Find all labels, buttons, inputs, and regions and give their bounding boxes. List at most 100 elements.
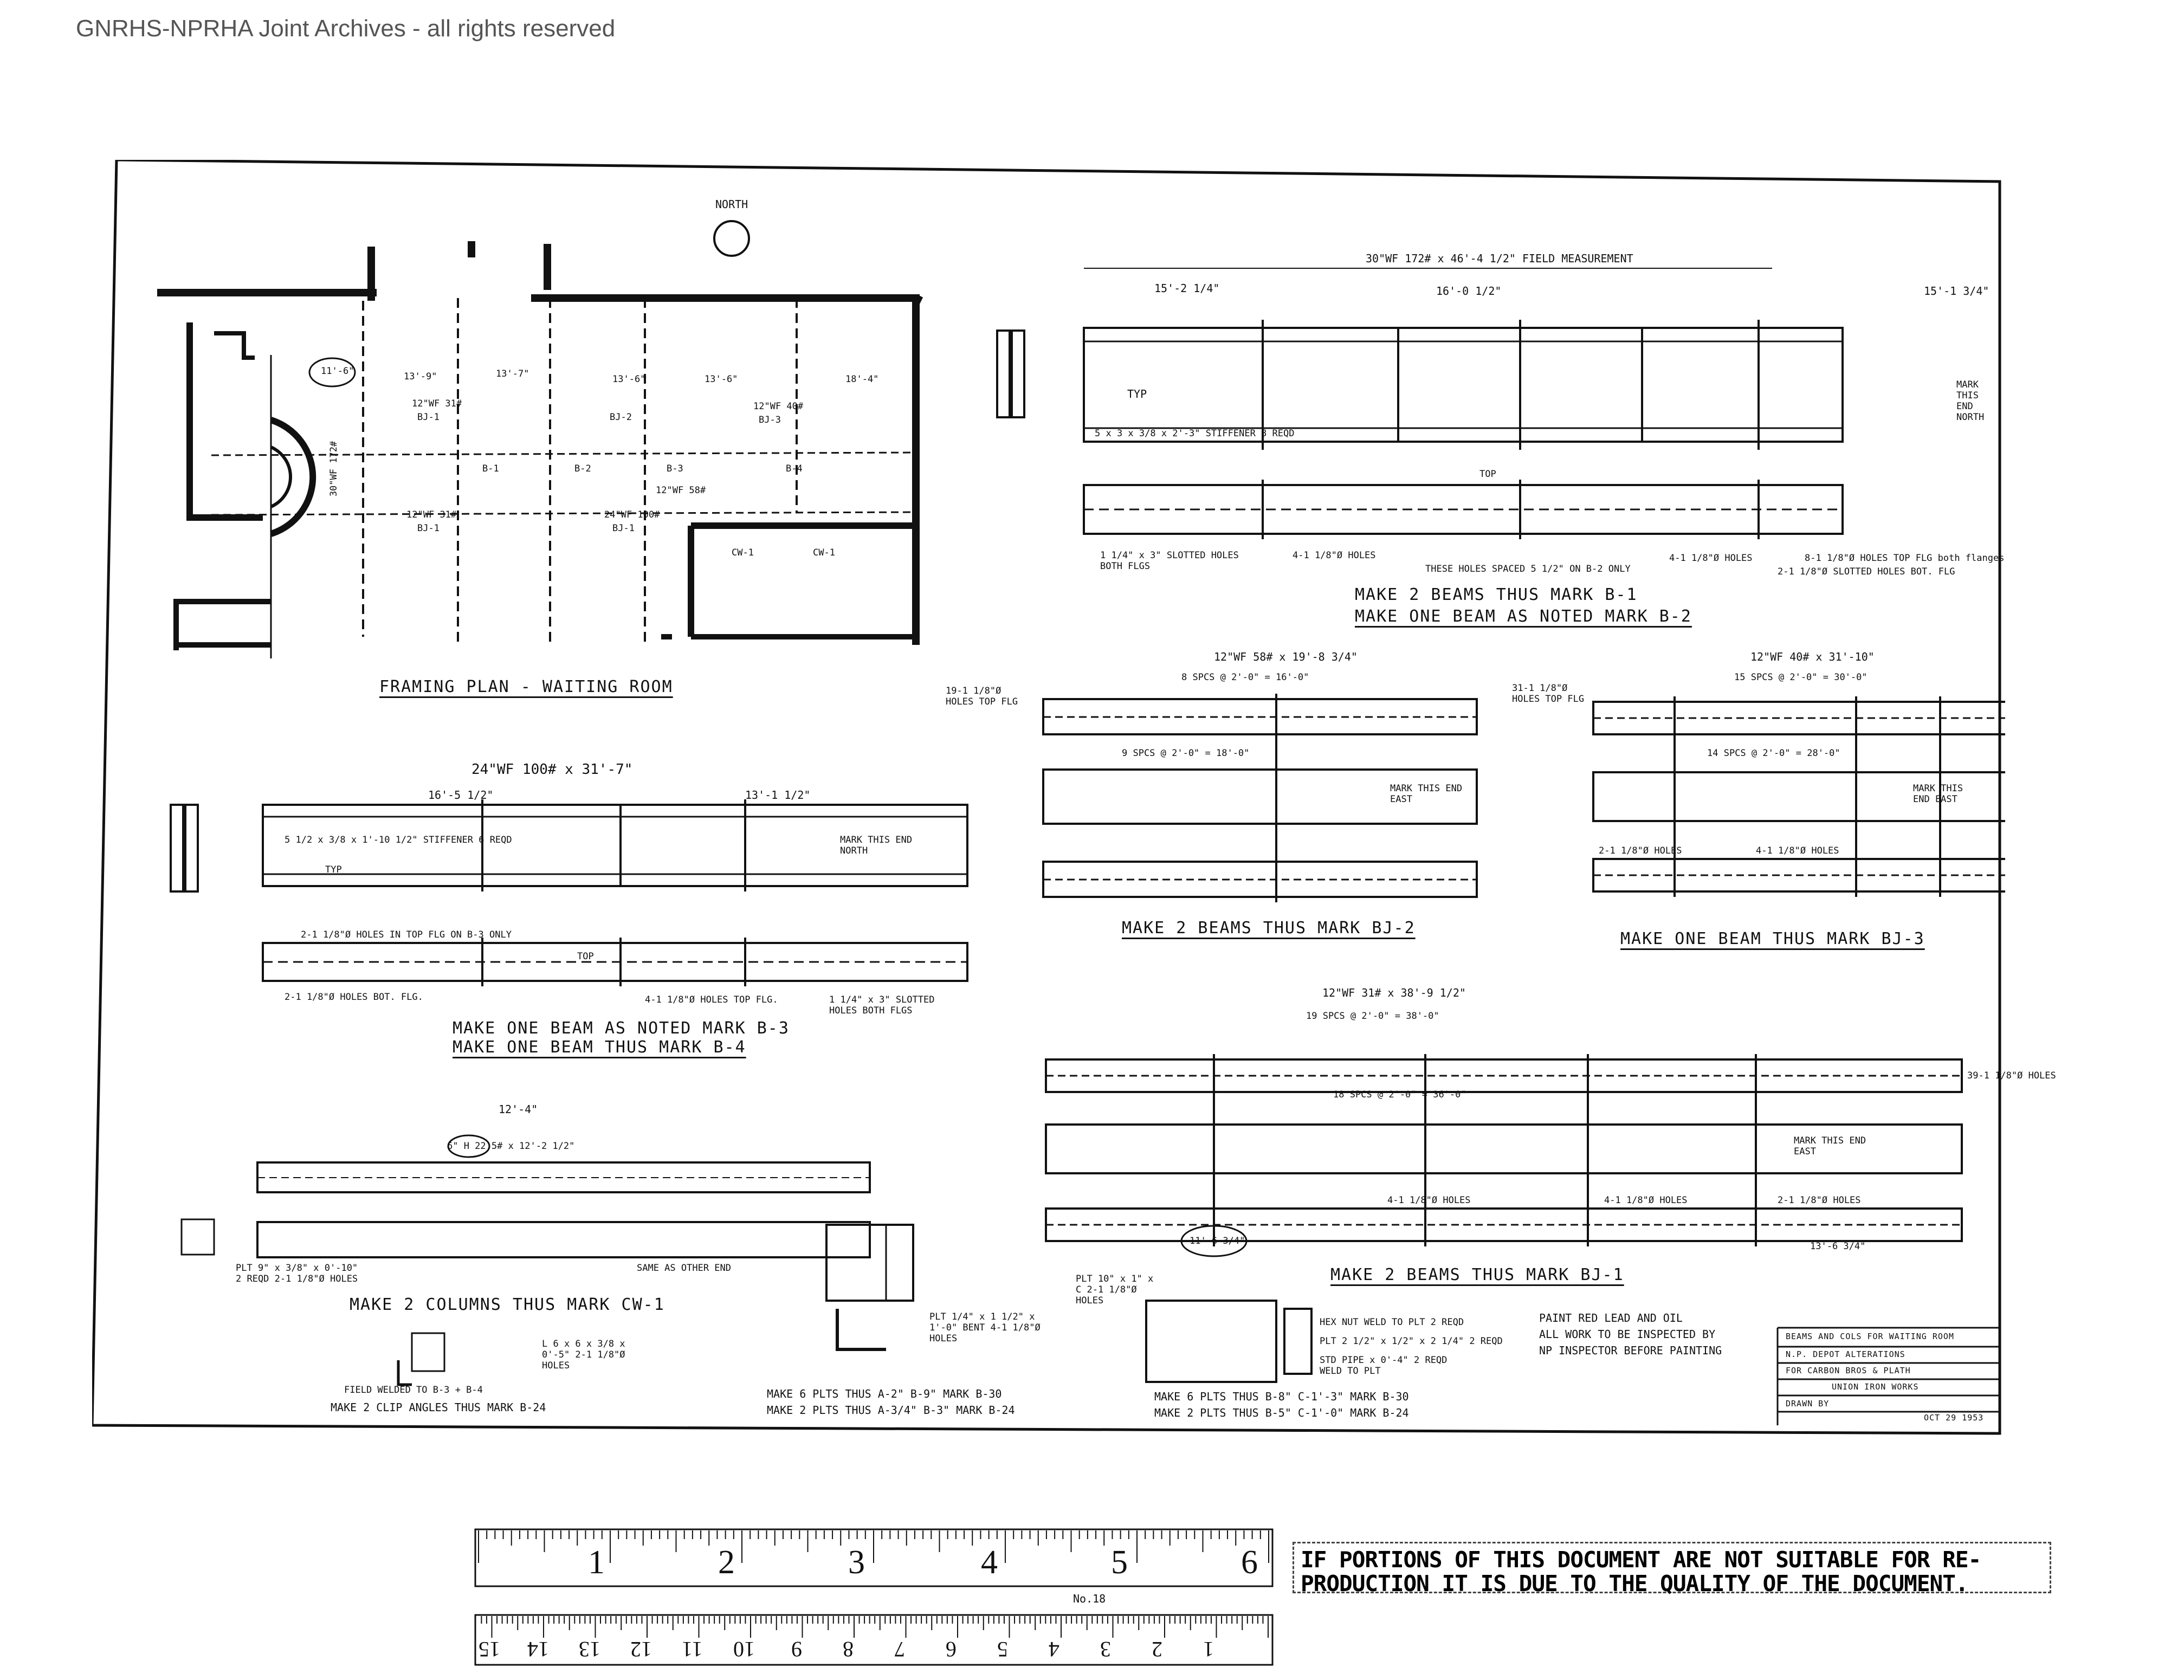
b1-slotted: 1 1/4" x 3" SLOTTED HOLES BOTH FLGS <box>1100 550 1239 572</box>
bj3-spacing: 14 SPCS @ 2'-0" = 28'-0" <box>1707 748 1840 759</box>
b3-holes: 2-1 1/8"Ø HOLES IN TOP FLG ON B-3 ONLY <box>301 929 512 940</box>
b3-dim: 13'-1 1/2" <box>745 789 811 802</box>
framing-plan-caption: FRAMING PLAN - WAITING ROOM <box>379 677 673 696</box>
cw1-dim: 12'-4" <box>499 1103 538 1116</box>
bj3-holes: 4-1 1/8"Ø HOLES <box>1756 845 1839 856</box>
b3-dim: 16'-5 1/2" <box>428 789 494 802</box>
bj3-holes: 31-1 1/8"Ø HOLES TOP FLG <box>1512 683 1585 705</box>
b2-caption: MAKE ONE BEAM AS NOTED MARK B-2 <box>1355 607 1692 626</box>
ruler-inch: 2 <box>718 1544 735 1581</box>
b1-top: TOP <box>1479 469 1496 480</box>
ruler-graphics <box>474 1528 1274 1666</box>
plt2-pipe: STD PIPE x 0'-4" 2 REQD WELD TO PLT <box>1320 1355 1448 1377</box>
b1-dim: 16'-0 1/2" <box>1436 285 1502 298</box>
beam-bj2 <box>1042 694 1478 902</box>
plan-label: 12"WF 40# <box>753 401 804 412</box>
ruler-cm: 8 <box>843 1637 854 1662</box>
ruler-cm: 12 <box>630 1637 652 1662</box>
bj1-mark: MARK THIS END EAST <box>1794 1135 1866 1157</box>
titleblock-line: OCT 29 1953 <box>1924 1413 1984 1423</box>
plate-details <box>397 1224 1313 1386</box>
bj1-dim: 11'-6 3/4" <box>1190 1236 1245 1246</box>
b1-holes: 4-1 1/8"Ø HOLES <box>1669 553 1753 564</box>
bj1-holes: 4-1 1/8"Ø HOLES <box>1387 1195 1471 1206</box>
plt2-plate: PLT 2 1/2" x 1/2" x 2 1/4" 2 REQD <box>1320 1336 1503 1347</box>
plan-label: BJ-3 <box>759 415 781 425</box>
b1-mark: MARK THIS END NORTH <box>1956 379 1985 423</box>
titleblock-line: FOR CARBON BROS & PLATH <box>1786 1366 1911 1375</box>
bj2-title: 12"WF 58# x 19'-8 3/4" <box>1214 650 1358 663</box>
north-label: NORTH <box>715 198 748 211</box>
plan-label: 30"WF 172# <box>328 441 340 497</box>
note-line: ALL WORK TO BE INSPECTED BY <box>1539 1328 1716 1341</box>
plan-label: B-3 <box>667 463 683 474</box>
bj3-title: 12"WF 40# x 31'-10" <box>1750 650 1875 663</box>
b4-caption: MAKE ONE BEAM THUS MARK B-4 <box>453 1038 746 1057</box>
plt2-caption: MAKE 6 PLTS THUS B-8" C-1'-3" MARK B-30 <box>1154 1390 1409 1403</box>
titleblock-line: N.P. DEPOT ALTERATIONS <box>1786 1349 1905 1359</box>
b1-caption: MAKE 2 BEAMS THUS MARK B-1 <box>1355 585 1638 604</box>
ruler-cm: 7 <box>894 1637 905 1662</box>
ruler-cm: 9 <box>791 1637 802 1662</box>
ruler-cm: 6 <box>946 1637 957 1662</box>
plt2-caption: MAKE 2 PLTS THUS B-5" C-1'-0" MARK B-24 <box>1154 1406 1409 1419</box>
bj1-caption: MAKE 2 BEAMS THUS MARK BJ-1 <box>1330 1265 1624 1284</box>
beam-b1 <box>996 268 1844 539</box>
b1-topflg: 8-1 1/8"Ø HOLES TOP FLG both flanges <box>1805 553 2005 564</box>
column-cw1 <box>180 1134 871 1258</box>
b3-caption: MAKE ONE BEAM AS NOTED MARK B-3 <box>453 1019 790 1038</box>
titleblock-line: DRAWN BY <box>1786 1399 1830 1408</box>
b3-title: 24"WF 100# x 31'-7" <box>471 761 633 778</box>
plt1-caption: MAKE 2 PLTS THUS A-3/4" B-3" MARK B-24 <box>767 1404 1015 1417</box>
ruler-cm: 3 <box>1100 1637 1111 1662</box>
ruler-model: No.18 <box>1073 1592 1106 1605</box>
cw1-caption: MAKE 2 COLUMNS THUS MARK CW-1 <box>350 1295 665 1314</box>
b1-dim: 15'-2 1/4" <box>1154 282 1220 295</box>
ruler-inch: 1 <box>588 1544 605 1581</box>
archive-header: GNRHS-NPRHA Joint Archives - all rights … <box>76 15 616 42</box>
bj2-holes: 19-1 1/8"Ø HOLES TOP FLG <box>946 686 1018 707</box>
ruler: 1 2 3 4 5 6 No.18 1 2 3 4 5 6 7 8 9 10 1… <box>474 1528 1274 1666</box>
titleblock-line: BEAMS AND COLS FOR WAITING ROOM <box>1786 1332 1954 1341</box>
plan-label: BJ-1 <box>417 412 440 423</box>
ruler-cm: 11 <box>682 1637 703 1662</box>
drawing-sheet: NORTH 11'-6" 13'-9" 13'-7" 13'-6" 13'-6"… <box>92 160 2056 1439</box>
plan-label: CW-1 <box>813 547 835 558</box>
plan-label: 11'-6" <box>321 366 354 377</box>
bj1-dim: 13'-6 3/4" <box>1810 1241 1866 1252</box>
plan-label: B-4 <box>786 463 803 474</box>
sheet-graphics <box>92 160 2005 1435</box>
ruler-cm: 1 <box>1203 1637 1214 1662</box>
b3-holes: 4-1 1/8"Ø HOLES TOP FLG. <box>645 994 778 1005</box>
bj3-caption: MAKE ONE BEAM THUS MARK BJ-3 <box>1620 929 1925 948</box>
plan-label: 12"WF 58# <box>656 485 706 496</box>
plan-label: 13'-6" <box>705 374 738 385</box>
ruler-cm: 13 <box>579 1637 600 1662</box>
title-block-lines <box>1776 1327 2000 1425</box>
plan-label: CW-1 <box>732 547 754 558</box>
ruler-cm: 5 <box>997 1637 1008 1662</box>
bj3-holes: 2-1 1/8"Ø HOLES <box>1599 845 1682 856</box>
clip-caption: MAKE 2 CLIP ANGLES THUS MARK B-24 <box>331 1401 546 1414</box>
beam-b3 <box>170 799 968 986</box>
ruler-inch: 4 <box>981 1544 998 1581</box>
beam-bj3 <box>1592 696 2005 897</box>
plan-label: 24"WF 100# <box>604 509 660 520</box>
ruler-cm: 14 <box>527 1637 549 1662</box>
plt2-label: PLT 10" x 1" x C 2-1 1/8"Ø HOLES <box>1076 1274 1154 1306</box>
framing-plan <box>157 220 923 658</box>
plt1-label: PLT 1/4" x 1 1/2" x 1'-0" BENT 4-1 1/8"Ø… <box>929 1311 1041 1344</box>
bj3-mark: MARK THIS END EAST <box>1913 783 1963 805</box>
cw1-title: 6" H 22.5# x 12'-2 1/2" <box>447 1141 575 1152</box>
ruler-cm: 10 <box>733 1637 755 1662</box>
plt2-hex: HEX NUT WELD TO PLT 2 REQD <box>1320 1317 1464 1328</box>
plan-label: 13'-6" <box>612 374 646 385</box>
reproduction-notice: IF PORTIONS OF THIS DOCUMENT ARE NOT SUI… <box>1293 1542 2051 1595</box>
bj1-holes: 4-1 1/8"Ø HOLES <box>1604 1195 1688 1206</box>
cw1-same: SAME AS OTHER END <box>637 1263 731 1274</box>
b1-botflg: 2-1 1/8"Ø SLOTTED HOLES BOT. FLG <box>1778 566 1955 577</box>
plan-label: 12"WF 31# <box>406 509 457 520</box>
plt1-caption: MAKE 6 PLTS THUS A-2" B-9" MARK B-30 <box>767 1387 1002 1400</box>
b1-dim: 15'-1 3/4" <box>1924 285 1989 298</box>
clip-field: FIELD WELDED TO B-3 + B-4 <box>344 1385 483 1395</box>
